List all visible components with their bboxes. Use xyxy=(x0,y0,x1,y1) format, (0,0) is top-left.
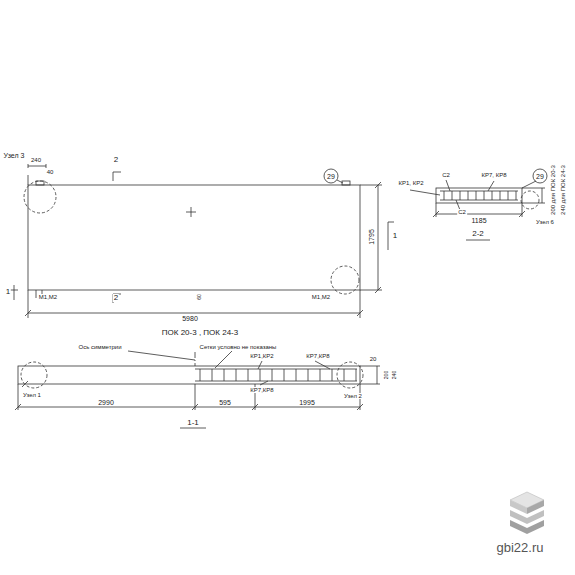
drawing-label: 1995 xyxy=(298,399,316,406)
truss-bars xyxy=(444,191,516,200)
dimension-line xyxy=(22,366,380,387)
drawing-label: 1 xyxy=(392,232,398,240)
section-outline xyxy=(436,188,522,203)
slab-outline xyxy=(28,185,360,290)
truss-chord xyxy=(440,191,518,200)
drawing-label: 29 xyxy=(535,173,545,180)
drawing-label: 5980 xyxy=(181,315,199,322)
drawing-label: Узел 6 xyxy=(535,219,555,225)
section-mark xyxy=(113,294,121,303)
drawing-label: 40 xyxy=(46,169,55,175)
drawing-label: 29 xyxy=(326,173,336,180)
dimension-line xyxy=(522,188,545,203)
drawing-label: 2 xyxy=(113,294,119,302)
drawing-label: КР7, КР8 xyxy=(480,172,507,178)
truss-chord xyxy=(195,369,357,381)
dimension-line xyxy=(15,384,363,410)
leader-line xyxy=(522,181,536,188)
section-mark xyxy=(113,172,121,181)
drawing-label: 2-2 xyxy=(471,230,485,238)
symmetry-axis xyxy=(195,352,196,366)
watermark: gbi22.ru xyxy=(496,541,545,554)
drawing-label: М1,М2 xyxy=(311,294,331,300)
drawing-label: 200 xyxy=(384,370,389,380)
drawing-title: ПОК 20-3 , ПОК 24-3 xyxy=(161,329,239,337)
drawing-label: Ось симметрии xyxy=(78,344,123,350)
drawing-label: КР1,КР2 xyxy=(249,353,274,359)
underline xyxy=(180,428,206,429)
detail-circle xyxy=(521,191,539,209)
drawing-label: С2 xyxy=(441,172,451,178)
dimension-line xyxy=(360,182,382,293)
drawing-label: КР7,КР8 xyxy=(249,387,274,393)
dimension-line xyxy=(28,164,46,185)
truss-bars xyxy=(200,369,356,381)
underline xyxy=(466,240,490,241)
drawing-label: С2 xyxy=(457,209,467,215)
drawing-label: КР7,КР8 xyxy=(305,353,330,359)
drawing-label: 200 для ПОК 20-3 xyxy=(550,164,556,216)
drawing-label: 1 xyxy=(5,288,11,296)
detail-circle xyxy=(337,362,363,388)
drawing-label: Узел 1 xyxy=(22,392,42,398)
drawing-label: 1-1 xyxy=(186,419,200,427)
drawing-label: 240 xyxy=(392,370,397,380)
lifting-loop xyxy=(36,181,44,185)
drawing-label: 595 xyxy=(218,399,232,406)
dimension-line xyxy=(433,203,525,217)
center-mark xyxy=(186,207,196,217)
callout-circle xyxy=(533,169,547,183)
drawing-label: 1795 xyxy=(368,228,375,246)
drawing-label: 20 xyxy=(369,356,378,362)
drawing-label: 240 xyxy=(30,157,42,163)
drawing-label: М1,М2 xyxy=(38,294,58,300)
drawing-label: 60 xyxy=(197,293,202,301)
drawing-label: Сетки условно не показаны xyxy=(199,344,278,350)
detail-circle xyxy=(331,266,359,294)
leader-line xyxy=(337,180,343,183)
callout-circle xyxy=(324,169,338,183)
leader-line xyxy=(128,351,330,385)
logo-icon xyxy=(510,492,544,534)
drawing-label: 1185 xyxy=(470,217,487,224)
drawing-label: КР1, КР2 xyxy=(397,180,424,186)
drawing-label: Узел 3 xyxy=(3,152,26,159)
slab-section xyxy=(18,366,360,384)
drawing-label: 2990 xyxy=(97,399,115,406)
detail-circle xyxy=(24,181,56,213)
lifting-loop xyxy=(342,181,350,185)
drawing-label: 240 для ПОК 24-3 xyxy=(560,164,566,216)
drawing-label: 2 xyxy=(113,156,119,164)
drawing-label: Узел 2 xyxy=(343,393,363,399)
